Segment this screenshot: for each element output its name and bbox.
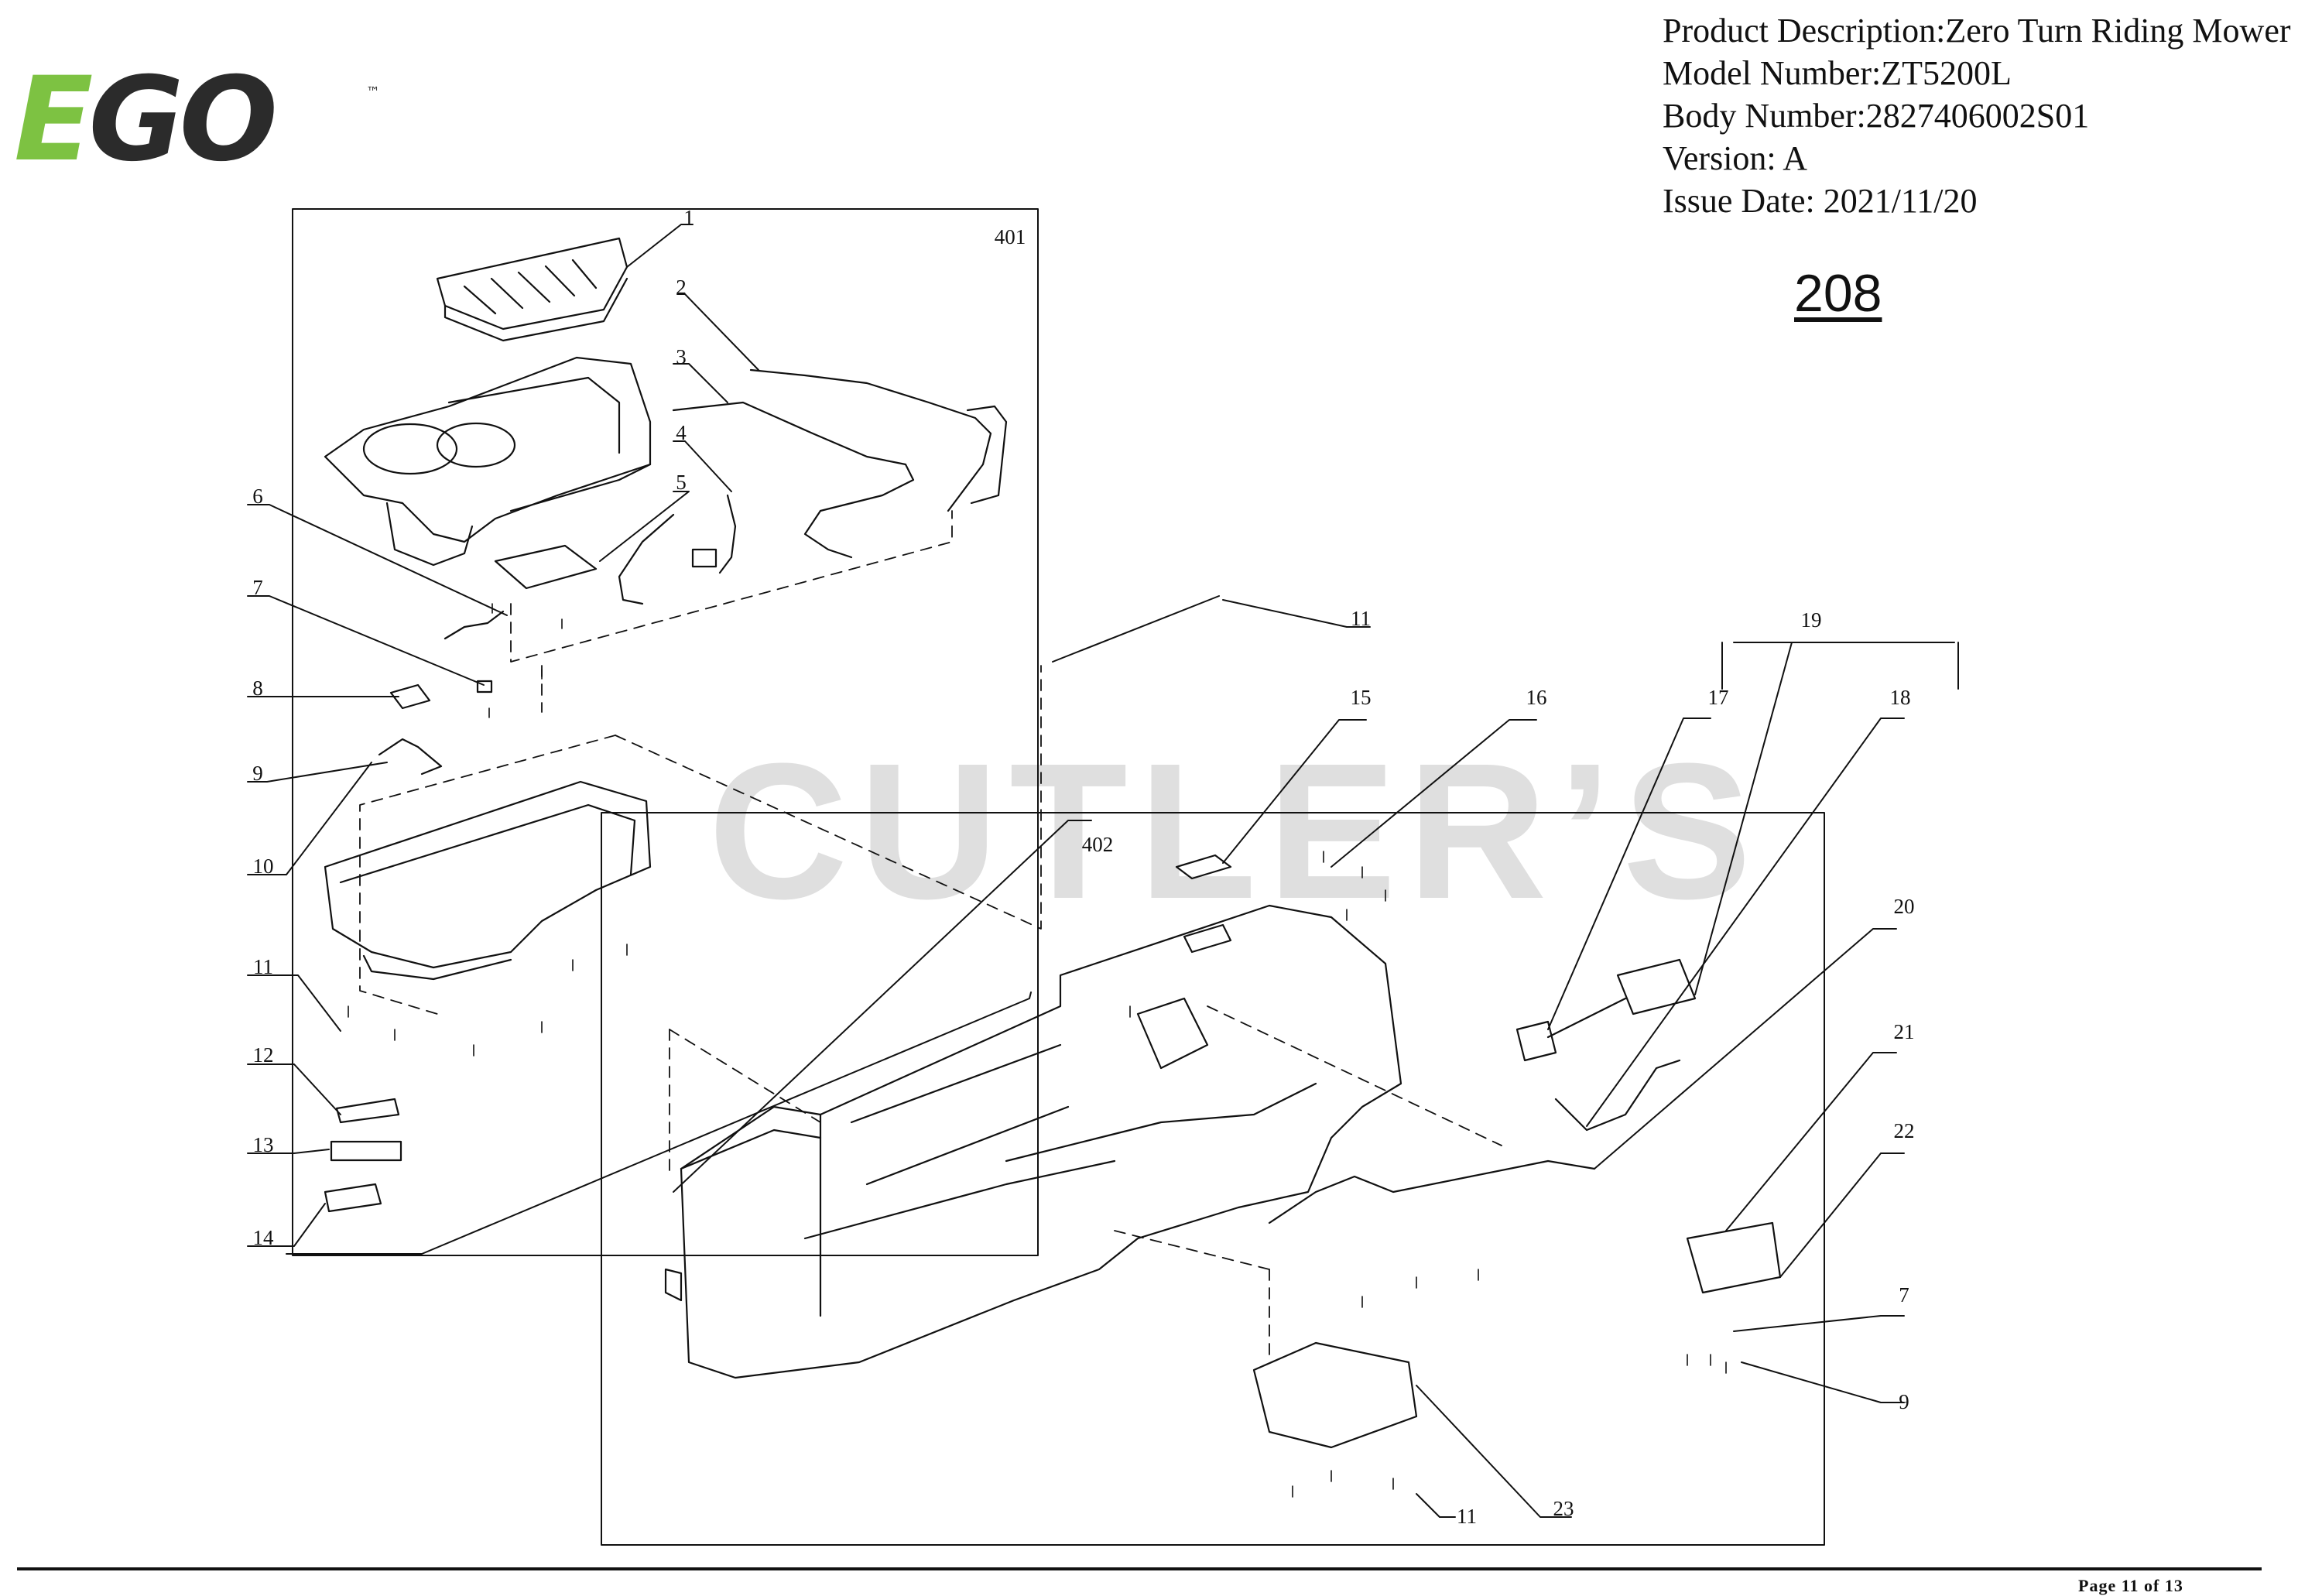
callout-11-lower: 11 bbox=[1457, 1505, 1477, 1528]
callout-5: 5 bbox=[676, 471, 687, 494]
callout-13: 13 bbox=[253, 1133, 274, 1156]
logo-trademark: ™ bbox=[366, 84, 380, 101]
callout-7: 7 bbox=[252, 576, 263, 599]
assembly-402-frame bbox=[601, 812, 1825, 1546]
callout-6: 6 bbox=[252, 485, 263, 508]
callout-14: 14 bbox=[253, 1226, 275, 1249]
model-number: Model Number:ZT5200L bbox=[1663, 54, 2012, 92]
callout-18: 18 bbox=[1890, 686, 1911, 709]
part-connector-7 bbox=[476, 680, 493, 694]
callout-11: 11 bbox=[253, 955, 273, 978]
version: Version: A bbox=[1663, 139, 1807, 177]
part-12 bbox=[335, 1098, 400, 1124]
callout-20: 20 bbox=[1894, 895, 1915, 918]
part-harness-group bbox=[618, 368, 1008, 605]
watermark: CUTLER’S bbox=[708, 723, 1762, 939]
callout-1: 1 bbox=[683, 206, 694, 229]
assembly-401-label: 401 bbox=[995, 225, 1026, 248]
callout-23: 23 bbox=[1553, 1497, 1574, 1520]
logo-go: GO bbox=[88, 53, 278, 187]
part-console-tub bbox=[324, 780, 652, 981]
callout-9: 9 bbox=[252, 762, 263, 785]
callout-9-lower: 9 bbox=[1899, 1390, 1909, 1413]
logo-e: E bbox=[14, 53, 93, 187]
part-switch-harness bbox=[1515, 958, 1697, 1132]
callout-7-lower: 7 bbox=[1899, 1283, 1909, 1307]
leader-lines bbox=[247, 224, 1959, 1518]
callout-22: 22 bbox=[1894, 1119, 1915, 1142]
part-tray-cover bbox=[436, 237, 628, 342]
part-switch-8 bbox=[389, 683, 431, 710]
callout-2: 2 bbox=[676, 276, 687, 299]
diagram-number: 208 bbox=[1794, 264, 1882, 323]
part-sensor-cable bbox=[444, 610, 505, 640]
part-bracket-23 bbox=[1252, 1341, 1418, 1449]
callout-12: 12 bbox=[253, 1043, 274, 1067]
callout-16: 16 bbox=[1526, 686, 1547, 709]
document-info: Product Description:Zero Turn Riding Mow… bbox=[1663, 9, 2291, 222]
assembly-401-frame bbox=[292, 208, 1039, 1256]
callout-15: 15 bbox=[1351, 686, 1372, 709]
callout-17: 17 bbox=[1708, 686, 1729, 709]
part-harness-10 bbox=[378, 738, 443, 776]
callout-10: 10 bbox=[253, 855, 274, 878]
callout-11-upper: 11 bbox=[1351, 607, 1371, 630]
part-cable-20 bbox=[1268, 1159, 1596, 1224]
callout-19: 19 bbox=[1801, 608, 1822, 632]
callout-8: 8 bbox=[252, 676, 263, 700]
screws bbox=[348, 603, 1727, 1498]
issue-date: Issue Date: 2021/11/20 bbox=[1663, 182, 1978, 220]
part-console-upper bbox=[324, 356, 652, 567]
part-14 bbox=[324, 1183, 382, 1213]
part-13 bbox=[330, 1140, 402, 1162]
assembly-402-label: 402 bbox=[1082, 833, 1114, 856]
callout-3: 3 bbox=[676, 345, 687, 368]
callout-4: 4 bbox=[676, 421, 687, 444]
part-socket-22 bbox=[1686, 1221, 1782, 1294]
body-number: Body Number:2827406002S01 bbox=[1663, 97, 2090, 135]
footer-rule bbox=[17, 1567, 2262, 1570]
callout-21: 21 bbox=[1894, 1020, 1915, 1043]
ego-logo: EGO ™ bbox=[14, 62, 380, 178]
product-description: Product Description:Zero Turn Riding Mow… bbox=[1663, 12, 2291, 50]
part-15 bbox=[1175, 854, 1232, 880]
part-main-body bbox=[664, 904, 1402, 1379]
part-mounting-plate bbox=[494, 544, 598, 590]
page-indicator: Page 11 of 13 bbox=[2078, 1576, 2183, 1595]
